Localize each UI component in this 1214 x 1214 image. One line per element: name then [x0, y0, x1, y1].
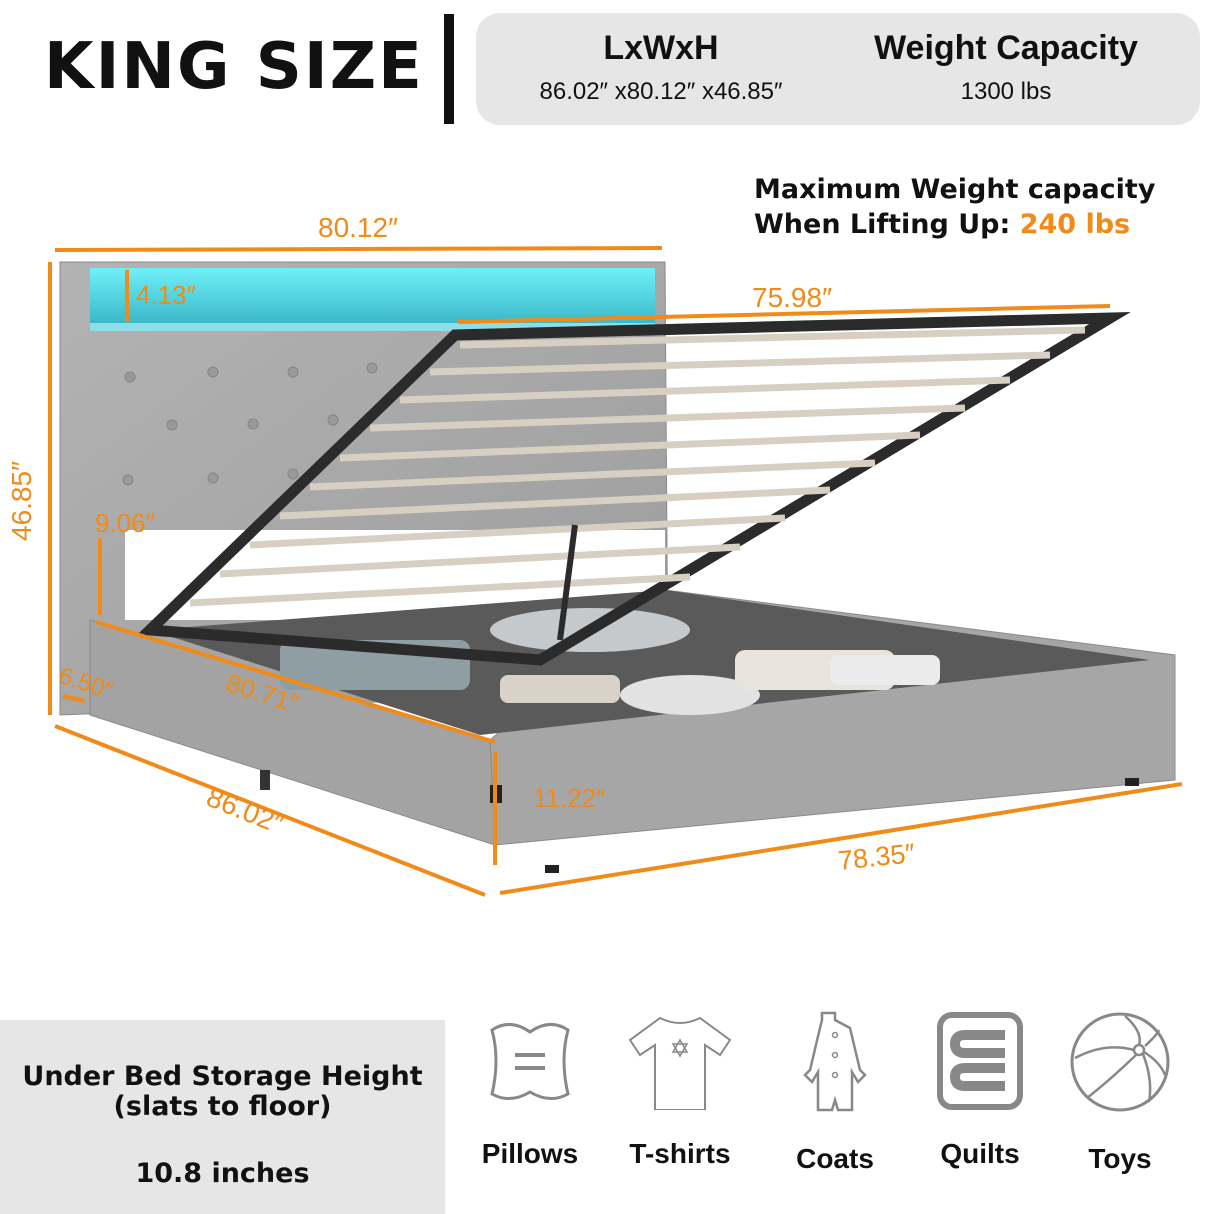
title-divider: [444, 14, 454, 124]
storage-items: Pillows T-shirts Coats Quilts: [460, 1010, 1210, 1200]
item-label: Coats: [796, 1143, 874, 1174]
storage-subheading: (slats to floor): [113, 1091, 332, 1122]
dim-rail-height: 11.22″: [533, 783, 606, 813]
lift-note-prefix: When Lifting Up:: [754, 209, 1020, 240]
weight-label: Weight Capacity: [874, 29, 1138, 67]
tshirt-icon: [628, 1016, 732, 1110]
storage-heading: Under Bed Storage Height: [22, 1061, 423, 1092]
item-toys: Toys: [1050, 1010, 1190, 1175]
item-tshirts: T-shirts: [610, 1010, 750, 1170]
dimensions-value: 86.02″ x80.12″ x46.85″: [539, 78, 783, 105]
item-label: Toys: [1088, 1143, 1152, 1174]
dim-leg-clearance: 9.06″: [95, 508, 155, 538]
item-label: Quilts: [940, 1138, 1020, 1169]
dim-headboard-width: 80.12″: [318, 212, 398, 243]
pillow-icon: [490, 1023, 570, 1100]
dimensions-spec: LxWxH 86.02″ x80.12″ x46.85″: [496, 13, 826, 106]
lift-note-line1: Maximum Weight capacity: [754, 174, 1156, 205]
storage-height-value: 10.8 inches: [135, 1158, 310, 1189]
dim-total-height: 46.85″: [5, 461, 37, 541]
weight-spec: Weight Capacity 1300 lbs: [836, 13, 1176, 106]
coat-icon: [803, 1011, 867, 1112]
storage-height-panel: Under Bed Storage Height (slats to floor…: [0, 1020, 445, 1214]
dim-led-shelf-height: 4.13″: [136, 280, 196, 310]
item-quilts: Quilts: [910, 1010, 1050, 1170]
bed-illustration: [48, 246, 1183, 897]
item-pillows: Pillows: [460, 1010, 600, 1170]
bed-diagram: 80.12″ 4.13″ 75.98″ 46.85″ 9.06″ 6.50″ 8…: [0, 130, 1214, 1010]
ball-icon: [1070, 1012, 1170, 1112]
item-coats: Coats: [765, 1010, 905, 1175]
lift-capacity-value: 240 lbs: [1019, 209, 1131, 240]
item-label: Pillows: [481, 1138, 579, 1169]
quilt-icon: [937, 1012, 1023, 1110]
dim-slat-frame-length: 75.98″: [752, 282, 832, 313]
weight-value: 1300 lbs: [960, 78, 1052, 105]
page-title: KING SIZE: [44, 30, 424, 104]
spec-panel: LxWxH 86.02″ x80.12″ x46.85″ Weight Capa…: [476, 13, 1200, 125]
lift-note-line2: When Lifting Up: 240 lbs: [754, 207, 1155, 242]
item-label: T-shirts: [629, 1138, 731, 1169]
dimensions-label: LxWxH: [603, 29, 719, 67]
lift-capacity-note: Maximum Weight capacity When Lifting Up:…: [754, 172, 1155, 242]
